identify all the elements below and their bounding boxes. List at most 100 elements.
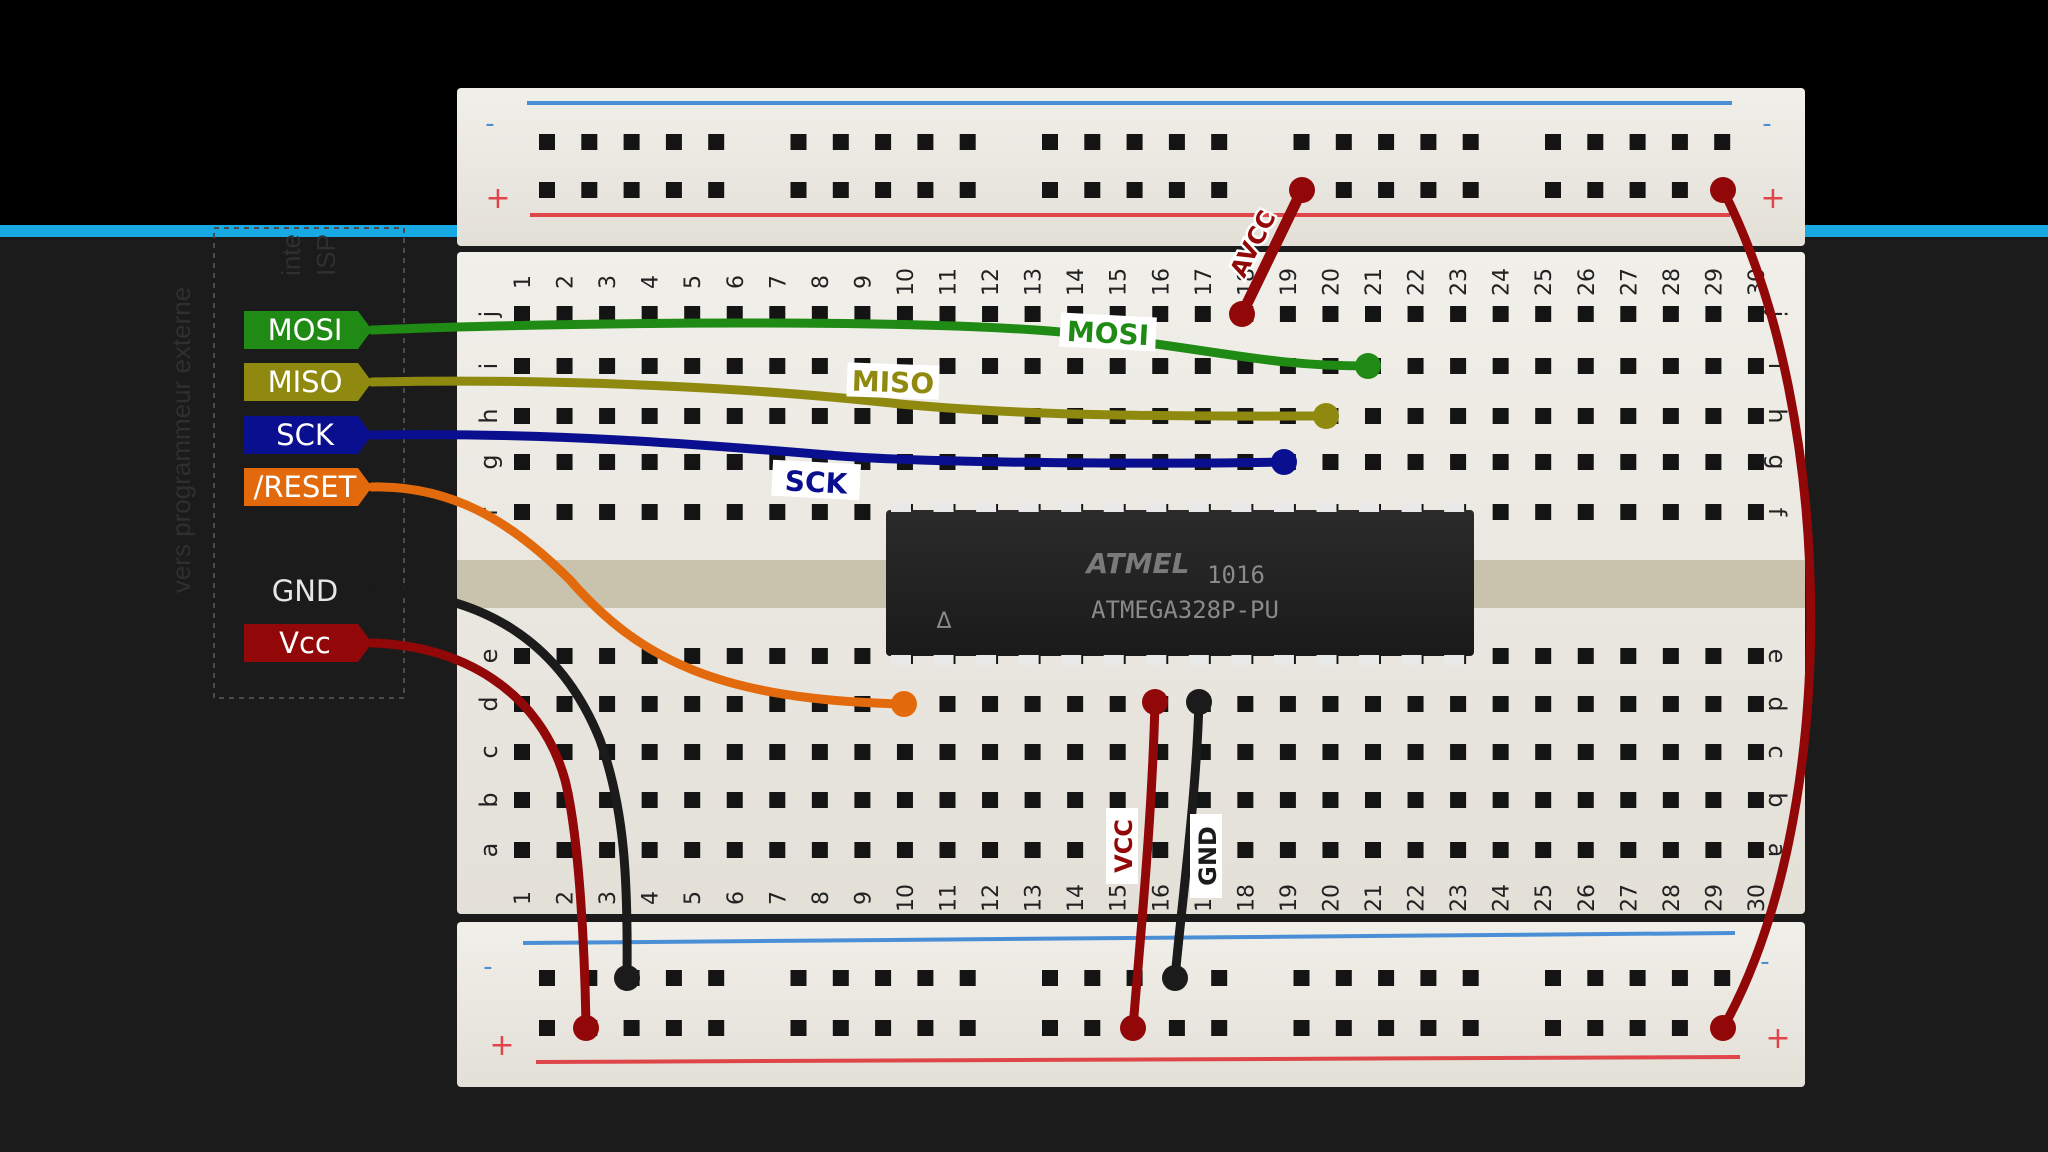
chip-pin <box>1359 502 1380 512</box>
chip-pin <box>1231 655 1252 665</box>
rail-hole <box>959 970 976 986</box>
chip-pin <box>1273 502 1294 512</box>
rail-hole <box>1042 134 1058 150</box>
breadboard-hole <box>939 306 956 322</box>
breadboard-hole <box>1747 842 1764 858</box>
column-label: 26 <box>1575 884 1600 912</box>
breadboard-hole <box>1237 842 1254 858</box>
breadboard-hole <box>1322 744 1339 760</box>
rail-hole <box>708 134 725 150</box>
breadboard-hole <box>1279 306 1296 322</box>
breadboard-hole <box>1407 696 1424 712</box>
breadboard-hole <box>1705 842 1722 858</box>
column-label: 23 <box>1447 268 1472 296</box>
chip-pin <box>1018 502 1039 512</box>
column-label: 13 <box>1022 884 1047 912</box>
rail-hole <box>790 182 807 198</box>
breadboard-hole <box>726 744 743 760</box>
rail-hole <box>1587 1020 1604 1036</box>
rail-hole <box>1545 134 1561 150</box>
breadboard-hole <box>684 358 701 374</box>
breadboard-hole <box>599 504 616 520</box>
isp-pin-label: Vcc <box>279 626 331 660</box>
breadboard-hole <box>599 842 616 858</box>
breadboard-hole <box>1322 454 1339 470</box>
breadboard-hole <box>1577 696 1594 712</box>
wire-avcc-top-end <box>1289 177 1315 203</box>
column-label: 30 <box>1745 884 1770 912</box>
breadboard-hole <box>1492 504 1509 520</box>
breadboard-hole <box>982 306 999 322</box>
column-label: 20 <box>1319 884 1344 912</box>
breadboard-hole <box>641 696 658 712</box>
breadboard-hole <box>1109 358 1126 374</box>
column-label: 9 <box>851 891 876 905</box>
rail-hole <box>1587 182 1604 198</box>
breadboard-hole <box>641 744 658 760</box>
breadboard-hole <box>982 696 999 712</box>
breadboard-hole <box>1450 358 1467 374</box>
breadboard-hole <box>811 842 828 858</box>
rail-hole <box>875 1020 892 1036</box>
breadboard-hole <box>1705 306 1722 322</box>
breadboard-hole <box>1535 454 1552 470</box>
rail-hole <box>1378 134 1395 150</box>
breadboard-hole <box>1365 792 1381 808</box>
rail-hole <box>1335 182 1352 198</box>
rail-hole <box>539 134 555 150</box>
side-caption-line1: vers programmeur externe <box>166 287 196 593</box>
row-label: c <box>475 745 503 758</box>
breadboard-hole <box>1620 454 1637 470</box>
breadboard-hole <box>1535 648 1552 664</box>
breadboard-hole <box>641 306 658 322</box>
column-label: 14 <box>1064 884 1089 912</box>
rail-minus-bottom-left: - <box>483 952 492 982</box>
breadboard-hole <box>1194 306 1211 322</box>
breadboard-hole <box>896 306 913 322</box>
breadboard-hole <box>1577 648 1594 664</box>
wire-label-mosi: MOSI <box>1066 315 1150 352</box>
row-label: c <box>1763 745 1791 758</box>
column-label: 7 <box>766 275 791 289</box>
row-label: g <box>1763 454 1791 469</box>
rail-hole <box>1545 182 1561 198</box>
rail-hole <box>1126 182 1143 198</box>
rail-hole <box>1671 970 1688 986</box>
breadboard-hole <box>514 744 530 760</box>
breadboard-hole <box>1067 842 1084 858</box>
column-label: 9 <box>851 275 876 289</box>
row-label: a <box>475 843 503 858</box>
rail-hole <box>1084 1020 1101 1036</box>
breadboard-hole <box>1492 408 1509 424</box>
wire-label-gnd-bg <box>1190 814 1222 898</box>
breadboard-hole <box>599 408 616 424</box>
rail-hole <box>1378 970 1395 986</box>
rail-hole <box>917 134 934 150</box>
rail-hole <box>917 182 934 198</box>
breadboard-hole <box>1577 504 1594 520</box>
breadboard-hole <box>1577 454 1594 470</box>
wire-avcc <box>1236 184 1308 320</box>
wire-vcc-chip-bottom-end <box>1120 1015 1146 1041</box>
isp-pin-label: GND <box>272 574 339 608</box>
rail-hole <box>959 134 976 150</box>
breadboard-hole <box>1577 306 1594 322</box>
breadboard-hole <box>1662 648 1679 664</box>
breadboard-hole <box>1279 744 1296 760</box>
breadboard-hole <box>726 454 743 470</box>
rail-plus-top-left: + <box>485 181 510 216</box>
column-label: 2 <box>554 891 579 905</box>
column-label: 26 <box>1575 268 1600 296</box>
column-label: 7 <box>766 891 791 905</box>
breadboard-hole <box>1492 744 1509 760</box>
bottom-plus-line <box>535 1055 1741 1064</box>
breadboard-hole <box>939 842 956 858</box>
breadboard-hole <box>514 358 530 374</box>
rail-hole <box>1335 1020 1352 1036</box>
wire-gnd-chip-bottom-end <box>1162 965 1188 991</box>
breadboard-hole <box>1620 696 1637 712</box>
rail-hole <box>1168 134 1185 150</box>
wire-rail-bridge-bottom-end <box>1710 1015 1736 1041</box>
column-label: 25 <box>1532 884 1557 912</box>
